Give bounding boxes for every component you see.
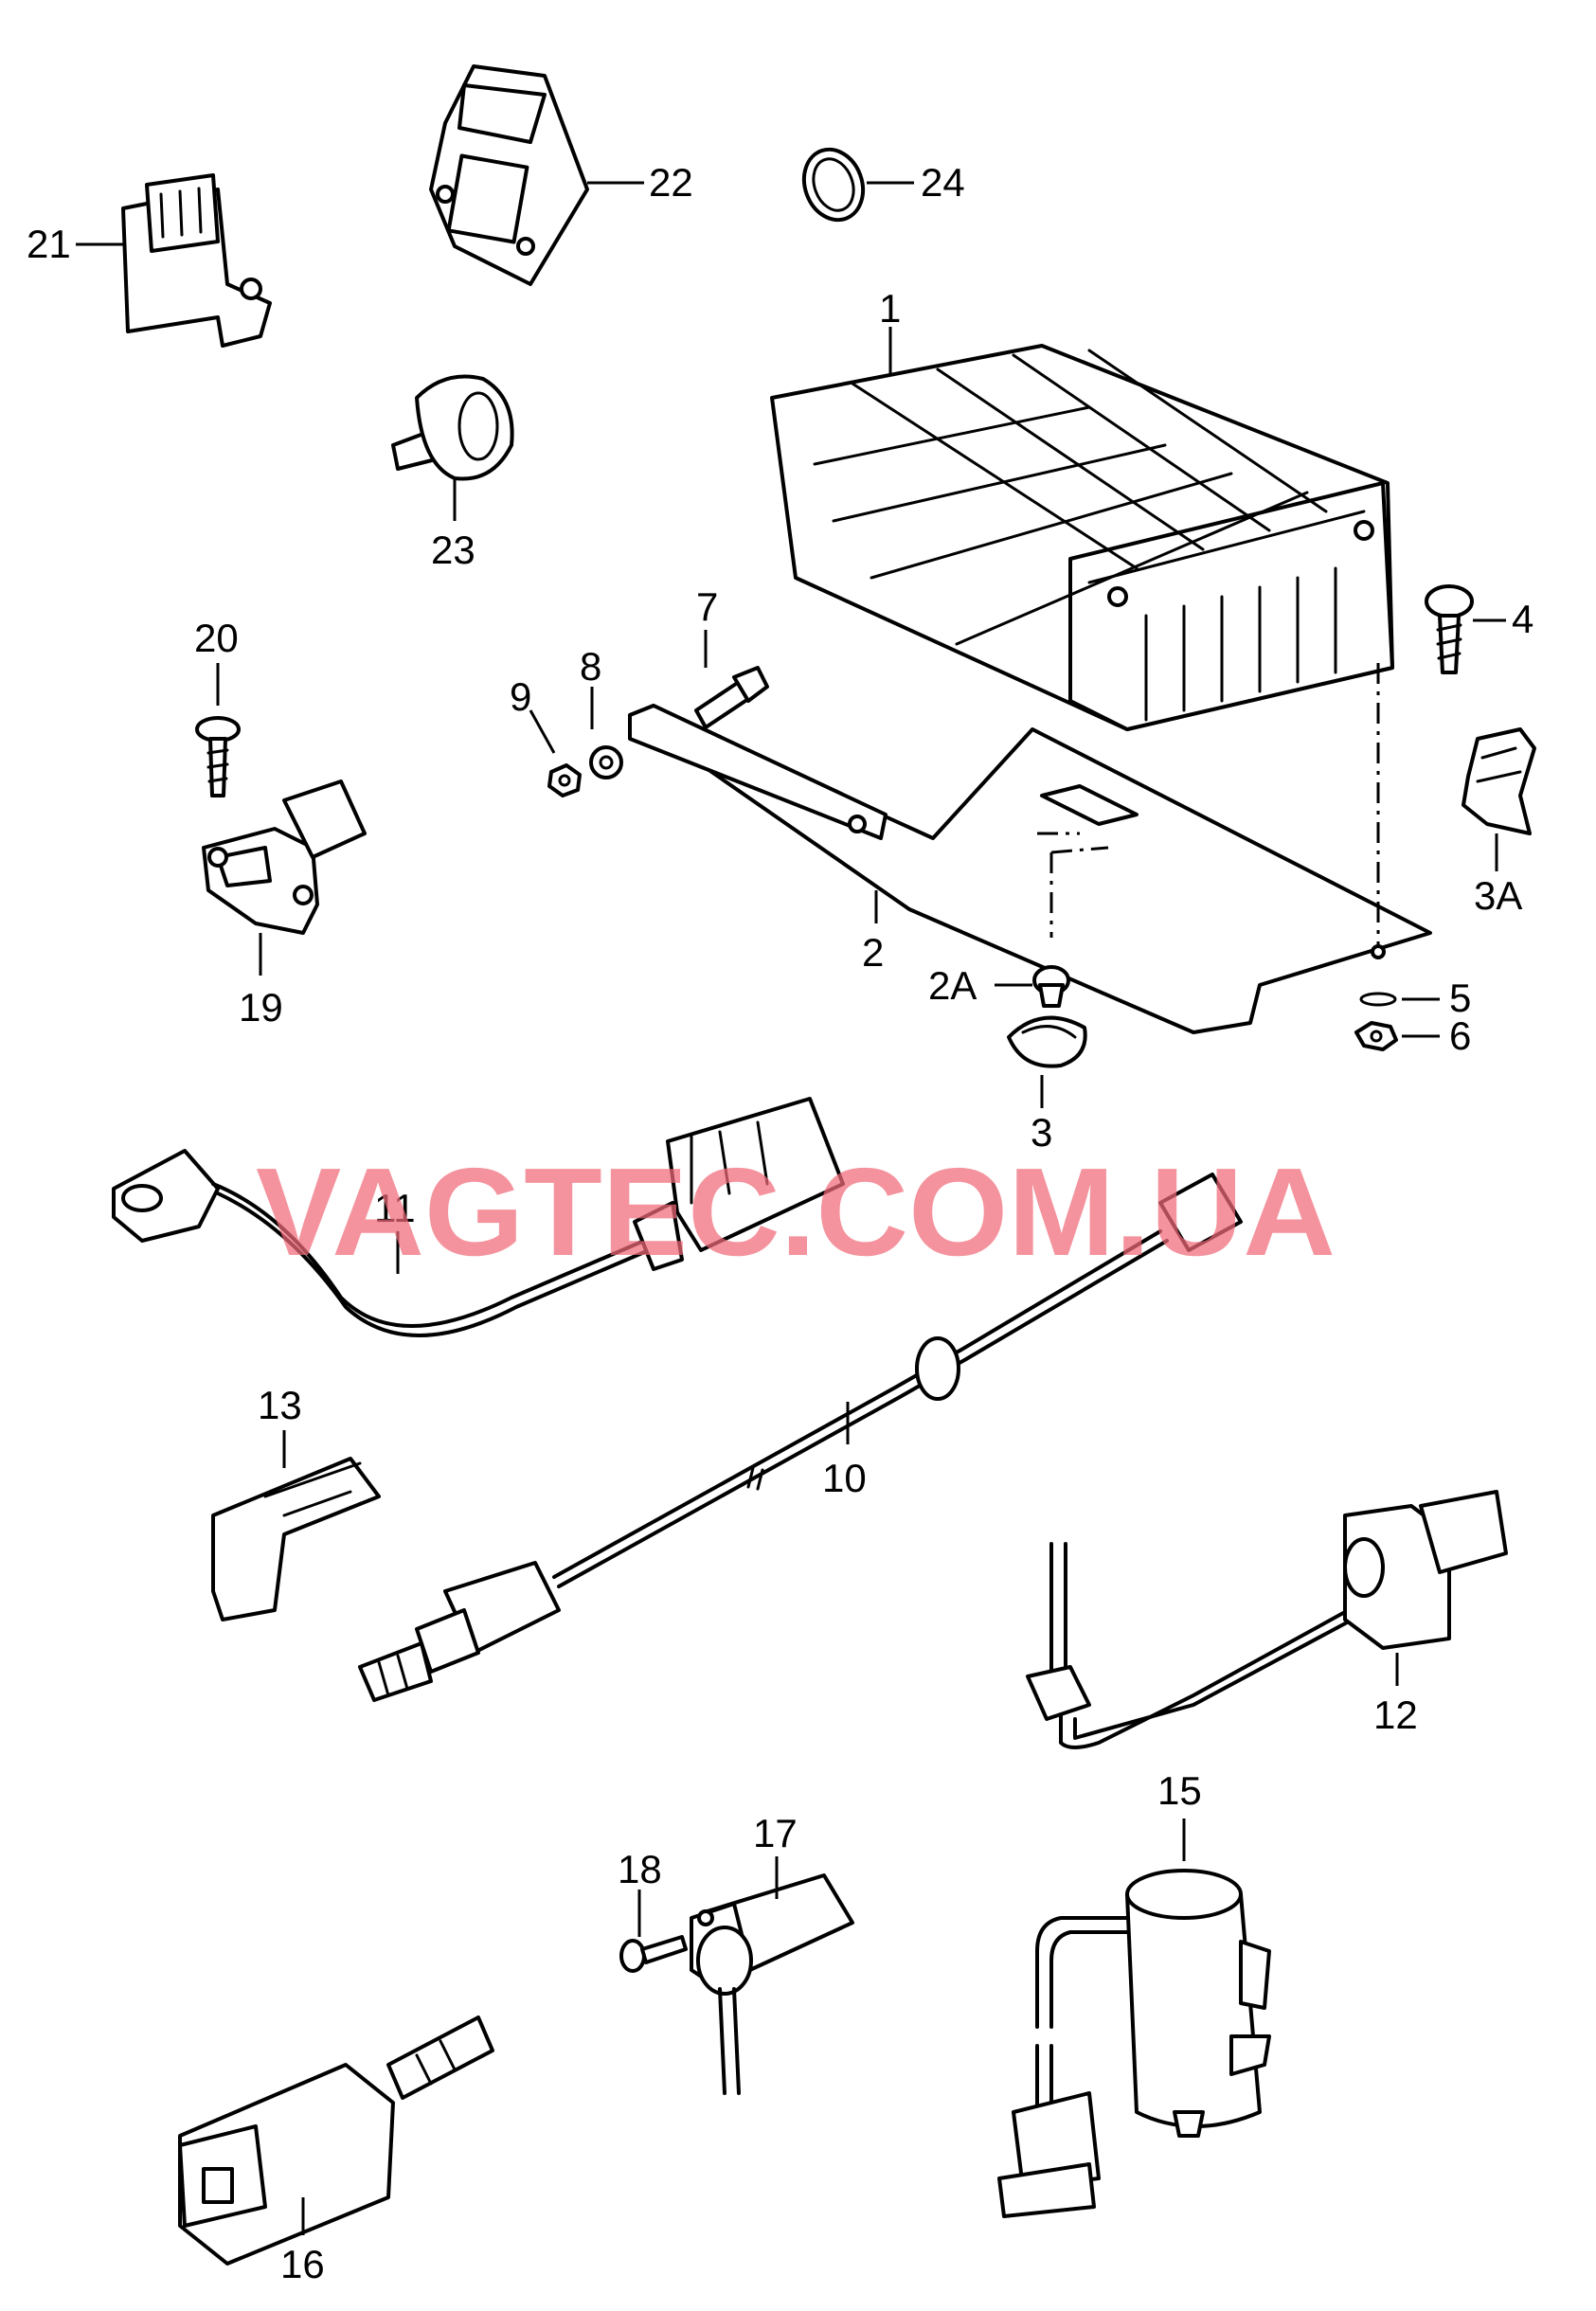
callout-17: 17 [753, 1811, 798, 1855]
part-15-pump [997, 1869, 1271, 2218]
watermark: VAGTEC.COM.UA [256, 1142, 1336, 1281]
callout-3a: 3A [1474, 873, 1522, 918]
callouts: 1 2 2A 3 3A 4 5 6 7 8 9 10 11 12 13 15 1… [27, 160, 1533, 2286]
part-17-speed-sensor [690, 1873, 854, 2095]
part-3a-clip [1462, 727, 1536, 835]
callout-19: 19 [239, 985, 283, 1030]
part-20-screw [195, 716, 241, 797]
part-11-knock-sensor [112, 1097, 845, 1337]
part-22-module [429, 64, 589, 286]
callout-1: 1 [879, 286, 901, 331]
part-5-washer [1359, 992, 1397, 1007]
part-12-temp-sender [1026, 1490, 1508, 1749]
part-2a-plug [1032, 965, 1070, 1008]
callout-2: 2 [862, 930, 884, 975]
callout-20: 20 [194, 616, 239, 660]
callout-15: 15 [1157, 1768, 1202, 1813]
callout-12: 12 [1373, 1693, 1418, 1737]
callout-10: 10 [822, 1456, 867, 1500]
callout-6: 6 [1449, 1013, 1471, 1058]
callout-4: 4 [1512, 597, 1533, 641]
part-23-fitting [391, 374, 514, 481]
callout-9: 9 [510, 674, 531, 719]
part-13-clip [211, 1457, 381, 1621]
part-19-sensor [202, 779, 367, 935]
part-16-switch [178, 2015, 494, 2266]
callout-21: 21 [27, 222, 71, 266]
part-21-sensor [121, 173, 272, 348]
part-9-nut [547, 763, 582, 797]
callout-2a: 2A [928, 963, 977, 1008]
callout-24: 24 [921, 160, 965, 205]
part-2-bracket [628, 663, 1432, 1034]
part-7-bolt [694, 666, 769, 729]
part-3-grommet [1007, 1015, 1087, 1068]
callout-18: 18 [618, 1847, 662, 1891]
part-10-oxygen-sensor [358, 1173, 1243, 1702]
callout-3: 3 [1031, 1110, 1052, 1155]
callout-13: 13 [258, 1383, 302, 1427]
part-1-control-unit [770, 344, 1394, 731]
part-6-nut [1354, 1021, 1398, 1051]
leader-lines [76, 181, 1506, 2235]
callout-23: 23 [431, 528, 475, 572]
callout-8: 8 [580, 644, 601, 689]
part-8-washer [589, 745, 623, 779]
part-24-seal-ring [801, 147, 866, 223]
callout-5: 5 [1449, 976, 1471, 1020]
callout-11: 11 [374, 1186, 416, 1230]
callout-7: 7 [696, 584, 718, 629]
part-4-screw [1425, 584, 1474, 674]
callout-16: 16 [280, 2242, 325, 2286]
callout-22: 22 [649, 160, 693, 205]
part-18-screw [619, 1935, 688, 1973]
